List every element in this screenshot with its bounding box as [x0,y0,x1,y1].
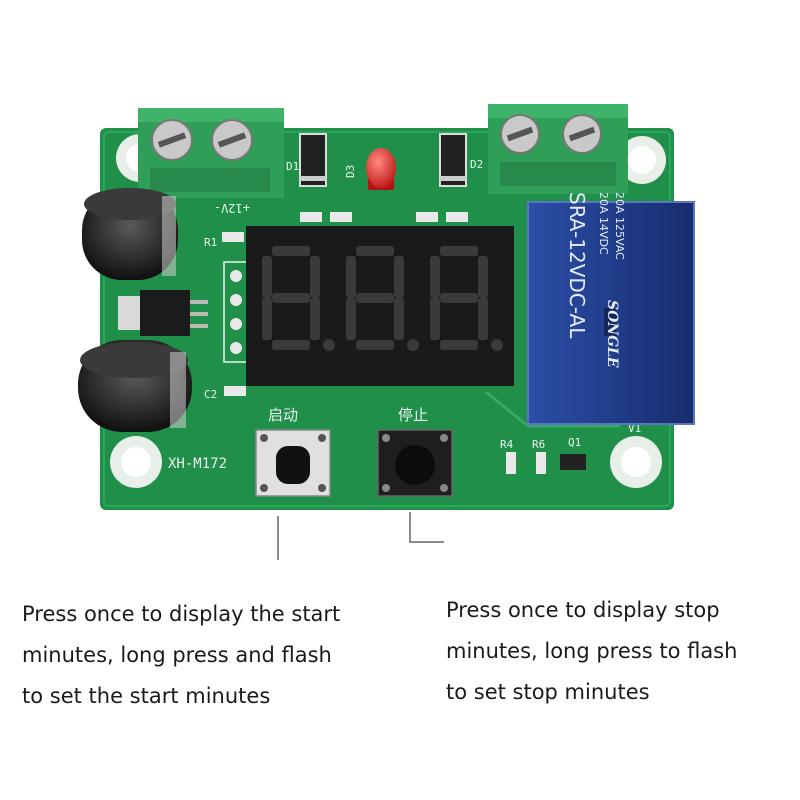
stop-button-label: 停止 [398,406,428,424]
smd-part [222,232,244,242]
display-segment [262,298,272,340]
relay-terminal-block [488,104,628,194]
label-d2: D2 [470,158,483,171]
status-led [366,148,396,190]
power-terminal-block [138,108,284,198]
stop-callout-line [409,512,444,543]
relay-model-label: SRA-12VDC-AL [565,192,589,339]
display-segment [430,298,440,340]
display-segment [440,293,478,303]
relay-rating-dc: 20A 14VDC [597,192,610,255]
display-segment [310,256,320,298]
smd-part [224,386,246,396]
display-decimal-point [491,339,503,351]
smd-part [446,212,468,222]
display-decimal-point [407,339,419,351]
label-d1: D1 [286,160,299,173]
start-button-label: 启动 [268,406,298,424]
capacitor-top [82,188,178,280]
capacitor-bottom [78,340,192,432]
label-r4: R4 [500,438,514,451]
start-button-caption: Press once to display the start minutes,… [22,602,341,708]
display-segment [356,246,394,256]
mounting-hole [618,136,666,184]
display-segment [394,256,404,298]
display-segment [356,293,394,303]
smd-part [300,212,322,222]
display-segment [440,246,478,256]
display-segment [394,298,404,340]
label-q1: Q1 [568,436,581,449]
pin-header [223,261,249,363]
mounting-hole [110,436,162,488]
display-segment [346,256,356,298]
mounting-hole [610,436,662,488]
display-segment [262,256,272,298]
display-segment [430,256,440,298]
display-segment [272,293,310,303]
stop-button-caption: Press once to display stop minutes, long… [446,598,738,704]
seven-segment-display [246,226,514,386]
relay-brand-logo: SONGLE [604,300,620,368]
label-v1: V1 [628,422,641,435]
smd-part [330,212,352,222]
display-segment [356,340,394,350]
label-d3: D3 [344,165,357,178]
label-r6: R6 [532,438,545,451]
smd-part [506,452,516,474]
relay-rating-ac: 20A 125VAC [613,192,626,260]
display-segment [272,246,310,256]
stop-button[interactable] [377,429,453,497]
label-power: +12V- [214,201,250,215]
transistor-q1 [560,454,586,470]
start-callout-line [277,516,279,560]
display-segment [272,340,310,350]
board-model-label: XH-M172 [168,456,227,472]
pcb-photo: D1 D2 D3 +12V- R1 C2 R4 R6 Q1 V1 XH-M172 [78,104,695,560]
voltage-regulator [118,290,208,336]
display-segment [478,298,488,340]
start-button[interactable] [255,429,331,497]
display-decimal-point [323,339,335,351]
display-segment [346,298,356,340]
smd-part [536,452,546,474]
display-segment [478,256,488,298]
display-segment [310,298,320,340]
relay-module: SRA-12VDC-AL 20A 14VDC 20A 125VAC SONGLE [527,192,695,425]
label-c2: C2 [204,388,217,401]
display-segment [440,340,478,350]
smd-part [416,212,438,222]
label-r1: R1 [204,236,217,249]
